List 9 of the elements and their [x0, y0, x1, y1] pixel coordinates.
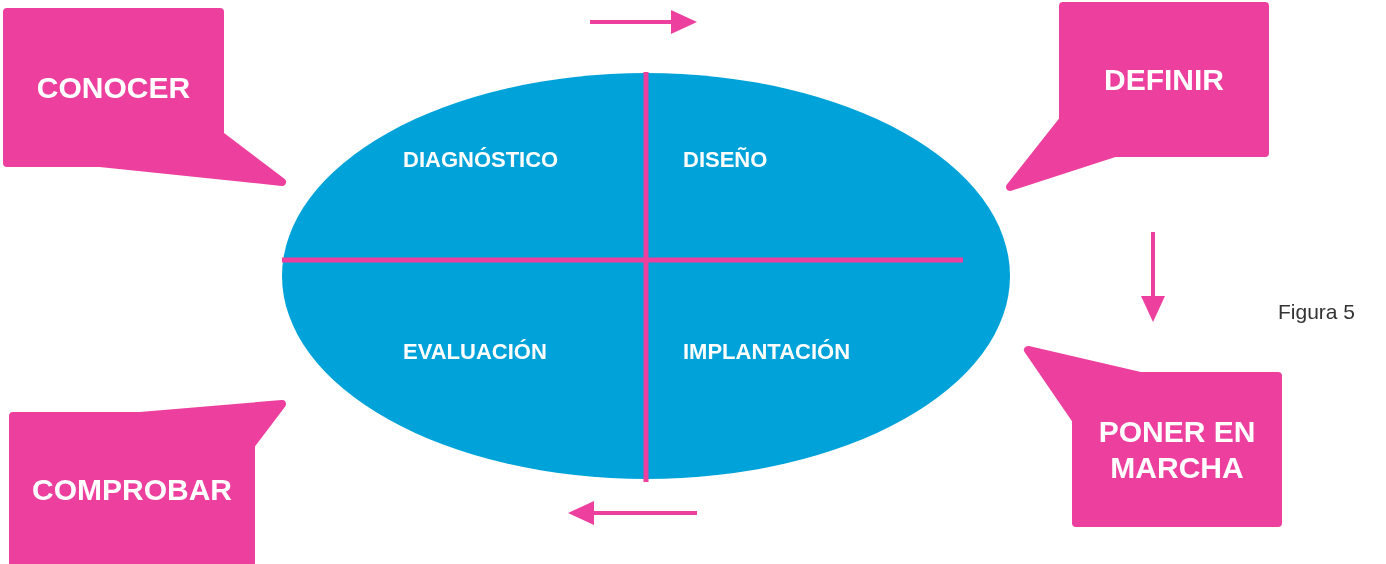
bubble-label: CONOCER [36, 69, 191, 106]
caption: Figura 5 [1278, 300, 1356, 324]
bubble-label: COMPROBAR [32, 471, 232, 508]
quadrant-label: EVALUACIÓN [403, 339, 547, 365]
bubble-label: PONER EN MARCHA [1097, 413, 1257, 486]
bubble-label: DEFINIR [1104, 61, 1224, 98]
quadrant-label: DIAGNÓSTICO [403, 147, 559, 173]
quadrant-label: DISEÑO [683, 147, 768, 173]
quadrant-label: IMPLANTACIÓN [683, 339, 851, 365]
